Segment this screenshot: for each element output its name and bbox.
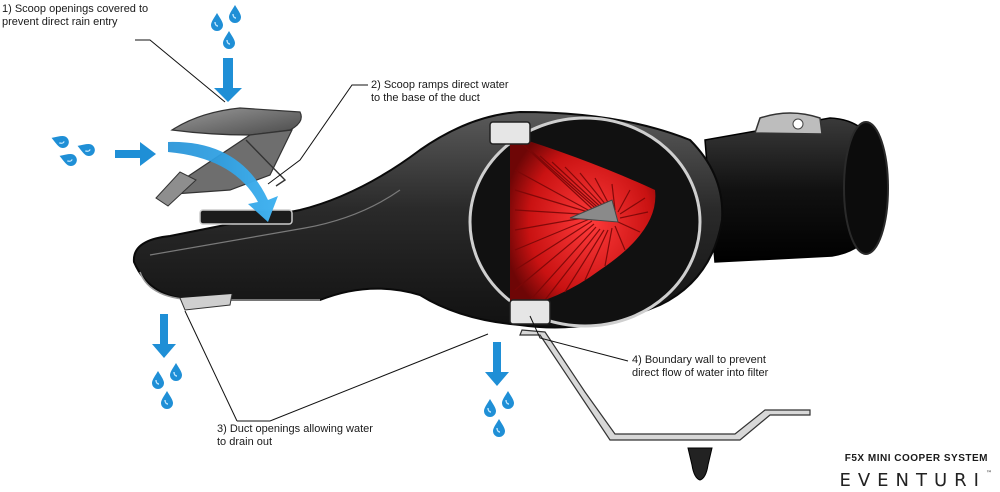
callout-duct-openings: 3) Duct openings allowing water to drain… — [217, 423, 373, 449]
callout-line: prevent direct rain entry — [2, 16, 118, 28]
mounting-bracket — [519, 329, 811, 481]
arrow-down-icon — [152, 314, 176, 358]
eventuri-logo: EVENTURI™ — [839, 470, 992, 491]
water-drop-icon — [210, 12, 224, 32]
water-drop-icon — [151, 370, 165, 390]
water-drop-icon — [56, 149, 80, 169]
water-drop-icon — [160, 390, 174, 410]
intake-tube — [704, 112, 889, 263]
callout-line: to drain out — [217, 436, 273, 448]
callout-line: 4) Boundary wall to prevent — [632, 354, 766, 366]
callout-line: 3) Duct openings allowing water — [217, 423, 373, 435]
trademark-symbol: ™ — [986, 470, 992, 477]
water-flow — [115, 58, 509, 386]
water-drop-icon — [492, 418, 506, 438]
water-drop-icon — [222, 30, 236, 50]
water-drop-icon — [483, 398, 497, 418]
water-drop-icon — [48, 131, 72, 151]
logo-text: EVENTURI — [839, 470, 986, 491]
callout-line: 2) Scoop ramps direct water — [371, 79, 509, 91]
water-drop-icon — [228, 4, 242, 24]
water-drop-icon — [169, 362, 183, 382]
arrow-right-icon — [115, 142, 156, 166]
callout-line: to the base of the duct — [371, 92, 480, 104]
water-drop-icon — [501, 390, 515, 410]
callout-line: direct flow of water into filter — [632, 367, 769, 379]
water-drop-icon — [74, 139, 98, 159]
arrow-down-icon — [485, 342, 509, 386]
scoop-flow-arrow — [168, 141, 278, 222]
leader-lines — [135, 39, 629, 422]
arrow-down-icon — [214, 58, 242, 102]
air-filter — [468, 116, 702, 328]
callout-boundary-wall: 4) Boundary wall to prevent direct flow … — [632, 354, 768, 380]
system-name: F5X MINI COOPER SYSTEM — [844, 453, 988, 464]
callout-scoop-openings: 1) Scoop openings covered to prevent dir… — [2, 3, 148, 29]
callout-scoop-ramps: 2) Scoop ramps direct water to the base … — [371, 79, 509, 105]
callout-line: 1) Scoop openings covered to — [2, 3, 149, 15]
